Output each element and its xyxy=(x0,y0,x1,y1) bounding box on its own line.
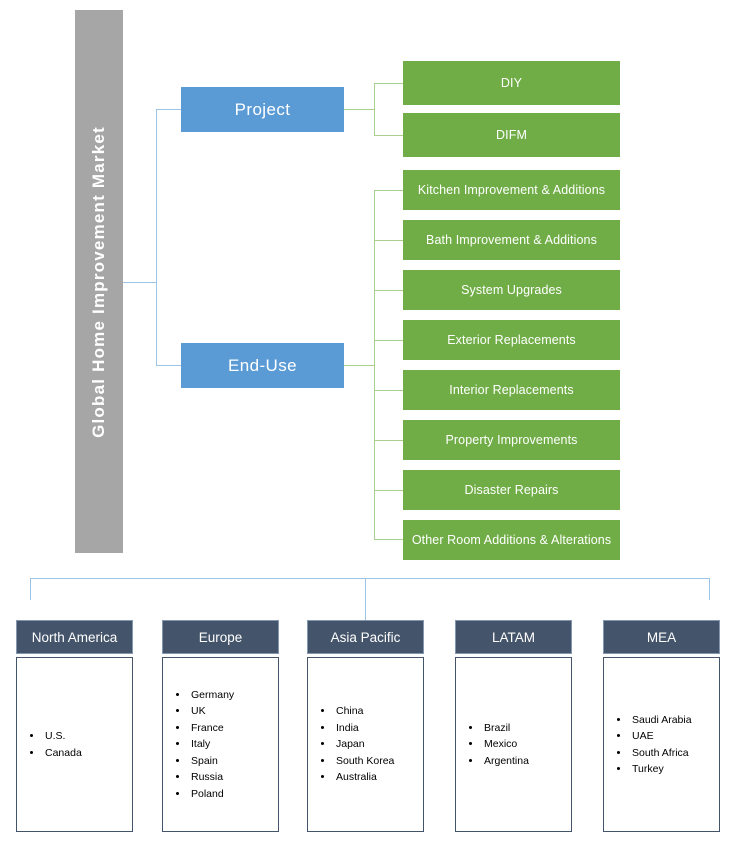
subsegment-node-system-upgrades[interactable]: System Upgrades xyxy=(403,270,620,310)
region-body-latam: Brazil Mexico Argentina xyxy=(455,657,572,832)
subsegment-node-other-room-additions-alterations[interactable]: Other Room Additions & Alterations xyxy=(403,520,620,560)
region-name: North America xyxy=(31,629,118,645)
region-country-list: China India Japan South Korea Australia xyxy=(308,703,423,786)
connector-to-enduse-1 xyxy=(374,190,404,191)
subsegment-label: Exterior Replacements xyxy=(447,333,576,347)
subsegment-node-interior-replacements[interactable]: Interior Replacements xyxy=(403,370,620,410)
connector-region-bracket-left-end xyxy=(30,578,31,600)
subsegment-node-disaster-repairs[interactable]: Disaster Repairs xyxy=(403,470,620,510)
connector-to-enduse-8 xyxy=(374,539,404,540)
list-item: UK xyxy=(189,703,278,720)
list-item: Australia xyxy=(334,769,423,786)
region-header-mea[interactable]: MEA xyxy=(603,620,720,654)
region-header-asia-pacific[interactable]: Asia Pacific xyxy=(307,620,424,654)
connector-to-enduse-4 xyxy=(374,340,404,341)
subsegment-label: Disaster Repairs xyxy=(464,483,559,497)
list-item: Turkey xyxy=(630,761,719,778)
connector-to-enduse-2 xyxy=(374,240,404,241)
connector-project-stub xyxy=(344,109,374,110)
subsegment-label: Other Room Additions & Alterations xyxy=(411,533,612,547)
list-item: UAE xyxy=(630,728,719,745)
subsegment-node-diy[interactable]: DIY xyxy=(403,61,620,105)
segment-node-end-use[interactable]: End-Use xyxy=(181,343,344,388)
region-country-list: Germany UK France Italy Spain Russia Pol… xyxy=(163,687,278,803)
list-item: Poland xyxy=(189,786,278,803)
list-item: China xyxy=(334,703,423,720)
connector-to-enduse-3 xyxy=(374,290,404,291)
connector-to-enduse-6 xyxy=(374,440,404,441)
region-body-europe: Germany UK France Italy Spain Russia Pol… xyxy=(162,657,279,832)
subsegment-node-bath-improvement-additions[interactable]: Bath Improvement & Additions xyxy=(403,220,620,260)
list-item: Spain xyxy=(189,753,278,770)
connector-region-bracket-right-end xyxy=(709,578,710,600)
connector-region-bracket xyxy=(30,578,710,579)
connector-to-end-use xyxy=(156,365,182,366)
connector-end-use-spine xyxy=(374,190,375,539)
segment-label-project: Project xyxy=(234,99,291,119)
list-item: South Africa xyxy=(630,745,719,762)
subsegment-label-diy: DIY xyxy=(500,76,523,90)
connector-end-use-stub xyxy=(344,365,374,366)
list-item: India xyxy=(334,720,423,737)
region-name: LATAM xyxy=(491,629,535,645)
region-header-europe[interactable]: Europe xyxy=(162,620,279,654)
root-node-global-home-improvement-market: Global Home Improvement Market xyxy=(75,10,123,553)
connector-root-stub xyxy=(123,282,156,283)
root-node-label: Global Home Improvement Market xyxy=(89,125,108,438)
subsegment-node-kitchen-improvement-additions[interactable]: Kitchen Improvement & Additions xyxy=(403,170,620,210)
subsegment-label-difm: DIFM xyxy=(496,128,527,142)
region-header-north-america[interactable]: North America xyxy=(16,620,133,654)
list-item: Canada xyxy=(43,745,132,762)
list-item: Saudi Arabia xyxy=(630,712,719,729)
subsegment-node-exterior-replacements[interactable]: Exterior Replacements xyxy=(403,320,620,360)
connector-to-project xyxy=(156,109,182,110)
connector-to-enduse-5 xyxy=(374,390,404,391)
list-item: South Korea xyxy=(334,753,423,770)
connector-to-difm xyxy=(374,135,404,136)
subsegment-node-property-improvements[interactable]: Property Improvements xyxy=(403,420,620,460)
list-item: U.S. xyxy=(43,728,132,745)
connector-project-spine xyxy=(374,83,375,135)
region-name: Europe xyxy=(198,629,243,645)
connector-region-bracket-center-drop xyxy=(365,578,366,620)
connector-to-diy xyxy=(374,83,404,84)
list-item: Italy xyxy=(189,736,278,753)
subsegment-node-difm[interactable]: DIFM xyxy=(403,113,620,157)
list-item: Brazil xyxy=(482,720,571,737)
segment-node-project[interactable]: Project xyxy=(181,87,344,132)
subsegment-label: Property Improvements xyxy=(445,433,578,447)
subsegment-label: System Upgrades xyxy=(461,283,562,297)
region-body-mea: Saudi Arabia UAE South Africa Turkey xyxy=(603,657,720,832)
segment-label-end-use: End-Use xyxy=(228,355,297,375)
region-name: Asia Pacific xyxy=(330,629,401,645)
region-name: MEA xyxy=(646,629,677,645)
region-header-latam[interactable]: LATAM xyxy=(455,620,572,654)
list-item: Japan xyxy=(334,736,423,753)
region-body-asia-pacific: China India Japan South Korea Australia xyxy=(307,657,424,832)
list-item: Mexico xyxy=(482,736,571,753)
region-country-list: Saudi Arabia UAE South Africa Turkey xyxy=(604,712,719,778)
list-item: Argentina xyxy=(482,753,571,770)
subsegment-label: Interior Replacements xyxy=(449,383,574,397)
list-item: France xyxy=(189,720,278,737)
region-country-list: Brazil Mexico Argentina xyxy=(456,720,571,770)
list-item: Russia xyxy=(189,769,278,786)
list-item: Germany xyxy=(189,687,278,704)
subsegment-label: Kitchen Improvement & Additions xyxy=(417,183,606,197)
region-body-north-america: U.S. Canada xyxy=(16,657,133,832)
connector-segment-spine xyxy=(156,109,157,366)
connector-to-enduse-7 xyxy=(374,490,404,491)
subsegment-label: Bath Improvement & Additions xyxy=(426,233,597,247)
region-country-list: U.S. Canada xyxy=(17,728,132,761)
